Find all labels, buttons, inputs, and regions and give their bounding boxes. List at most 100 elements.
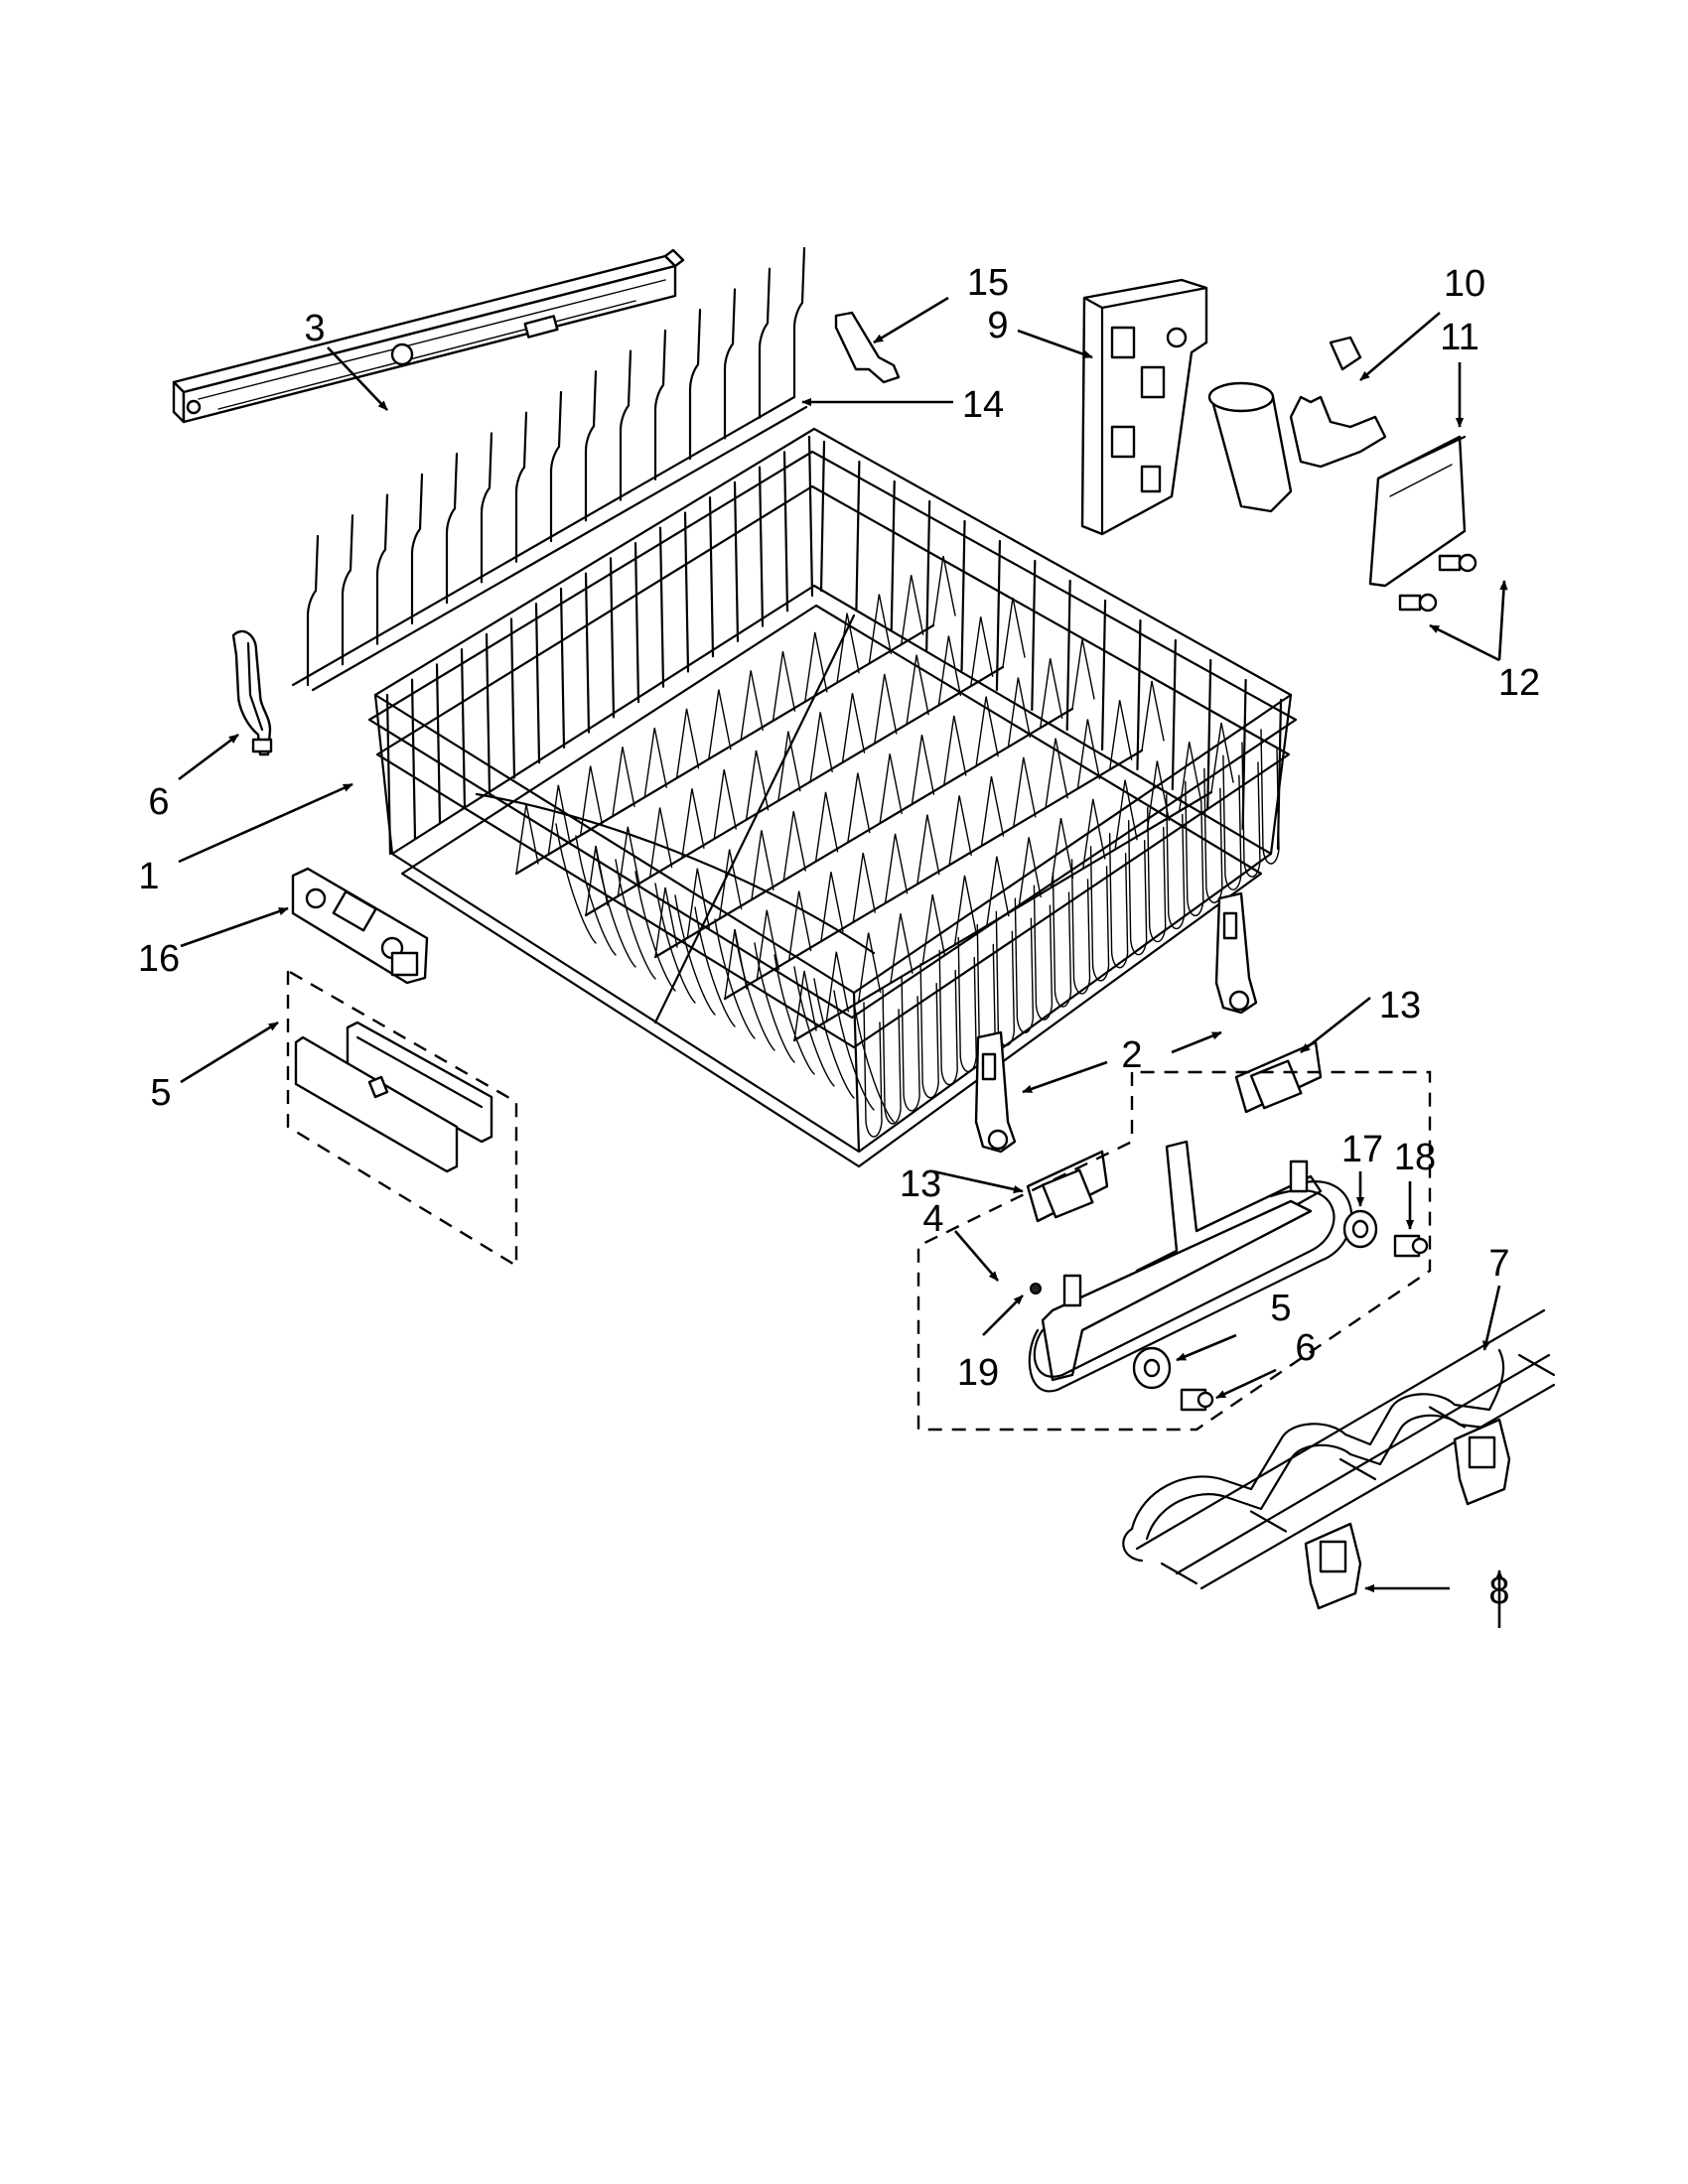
wire-segment xyxy=(1160,1562,1198,1585)
wire-segment xyxy=(653,329,667,480)
wire-segment xyxy=(813,978,855,1099)
wire-segment xyxy=(714,918,756,1039)
part-rack-adjuster-left xyxy=(974,1030,1017,1154)
callout-6-right: 6 xyxy=(1295,1327,1316,1369)
part-spray-arm-group xyxy=(916,1070,1432,1432)
part-nut-18 xyxy=(1393,1234,1429,1258)
wire-segment xyxy=(559,587,566,750)
wire-segment xyxy=(1203,767,1223,903)
wire-segment xyxy=(1127,819,1148,956)
wire-segment xyxy=(1517,1353,1556,1377)
wire-segment xyxy=(445,453,459,605)
wire-segment xyxy=(1100,599,1107,751)
wire-segment xyxy=(820,872,844,943)
wire-segment xyxy=(1210,722,1234,793)
wire-segment xyxy=(341,514,354,666)
callout-labels: 1 2 3 4 5 5 6 6 7 8 9 10 11 12 13 13 14 … xyxy=(138,262,1540,1612)
wire-segment xyxy=(777,731,801,802)
part-adjuster-housing xyxy=(1080,278,1208,536)
wire-segment xyxy=(1166,793,1186,930)
wire-segment xyxy=(1013,756,1037,828)
wire-segment xyxy=(793,970,817,1041)
wire-segment xyxy=(819,440,826,593)
callout-12: 12 xyxy=(1498,662,1540,704)
wire-segment xyxy=(754,942,795,1063)
wire-segment xyxy=(1076,719,1101,790)
part-rack-bracket xyxy=(291,867,429,985)
wire-segment xyxy=(1141,680,1165,751)
wire-segment xyxy=(1052,872,1072,1008)
screw-upper xyxy=(1438,553,1477,573)
wire-segment xyxy=(549,390,563,543)
part-stop-clip-right xyxy=(1234,1040,1323,1114)
wire-segment xyxy=(948,795,972,867)
wire-segment xyxy=(584,665,1005,917)
wire-segment xyxy=(1089,846,1110,982)
wire-segment xyxy=(723,749,1144,1001)
wire-segment xyxy=(1065,579,1071,732)
wire-segment xyxy=(969,616,994,687)
wire-segment xyxy=(1018,837,1042,908)
wire-segment xyxy=(579,765,604,837)
wire-segment xyxy=(1002,597,1026,668)
wire-segment xyxy=(1082,798,1106,870)
wire-segment xyxy=(1249,1510,1288,1533)
wire-segment xyxy=(515,803,539,875)
wire-segment xyxy=(857,932,882,1004)
wire-segment xyxy=(718,849,743,920)
wire-segment xyxy=(534,603,541,764)
part-tine-clip-right xyxy=(1453,1418,1511,1506)
wire-segment xyxy=(615,859,656,980)
part-nut-6 xyxy=(1180,1388,1214,1412)
callout-6-left: 6 xyxy=(148,781,169,823)
wire-segment xyxy=(675,708,700,779)
wire-segment xyxy=(1050,818,1074,888)
wire-segment xyxy=(938,949,958,1086)
wire-segment xyxy=(1171,638,1177,791)
wire-segment xyxy=(1045,738,1068,809)
part-folding-tines xyxy=(1122,1308,1556,1590)
wire-segment xyxy=(745,750,770,821)
part-rack-adjuster-right xyxy=(1214,891,1258,1015)
callout-17: 17 xyxy=(1341,1129,1383,1170)
wire-segment xyxy=(995,539,1002,692)
wire-segment xyxy=(836,613,860,684)
callout-15: 15 xyxy=(967,262,1009,304)
callout-16: 16 xyxy=(138,938,180,980)
part-bearing-17 xyxy=(1342,1209,1378,1249)
wire-segment xyxy=(787,890,812,962)
wire-segment xyxy=(890,479,896,632)
part-track-rail xyxy=(172,248,685,424)
wire-segment xyxy=(480,432,493,584)
part-rack-clip xyxy=(231,629,273,756)
wire-segment xyxy=(1338,1457,1377,1481)
callout-4: 4 xyxy=(922,1198,943,1240)
wire-segment xyxy=(758,267,772,419)
wire-segment xyxy=(1178,742,1202,812)
callout-9: 9 xyxy=(987,305,1008,346)
wire-segment xyxy=(385,693,392,856)
wire-segment xyxy=(658,526,665,688)
wire-segment xyxy=(751,830,774,901)
wire-segment xyxy=(1014,897,1035,1033)
wire-segment xyxy=(980,776,1005,847)
screw-lower xyxy=(1398,593,1438,613)
wire-segment xyxy=(793,966,835,1087)
part-upper-rack xyxy=(367,427,1298,1168)
wire-segment xyxy=(654,887,678,958)
wire-segment xyxy=(1206,658,1212,811)
wire-segment xyxy=(932,555,956,626)
wire-segment xyxy=(1241,742,1261,878)
wire-segment xyxy=(1031,559,1037,712)
wire-segment xyxy=(1147,806,1167,943)
wire-segment xyxy=(485,632,492,794)
part-stop-clip-left xyxy=(1026,1150,1109,1223)
wire-segment xyxy=(1114,779,1138,851)
wire-segment xyxy=(609,557,616,719)
wire-segment xyxy=(514,623,935,876)
callout-13-right: 13 xyxy=(1379,985,1421,1026)
wire-segment xyxy=(884,833,909,904)
wire-segment xyxy=(1108,700,1133,770)
callout-8: 8 xyxy=(1488,1570,1509,1612)
wire-segment xyxy=(713,768,737,840)
